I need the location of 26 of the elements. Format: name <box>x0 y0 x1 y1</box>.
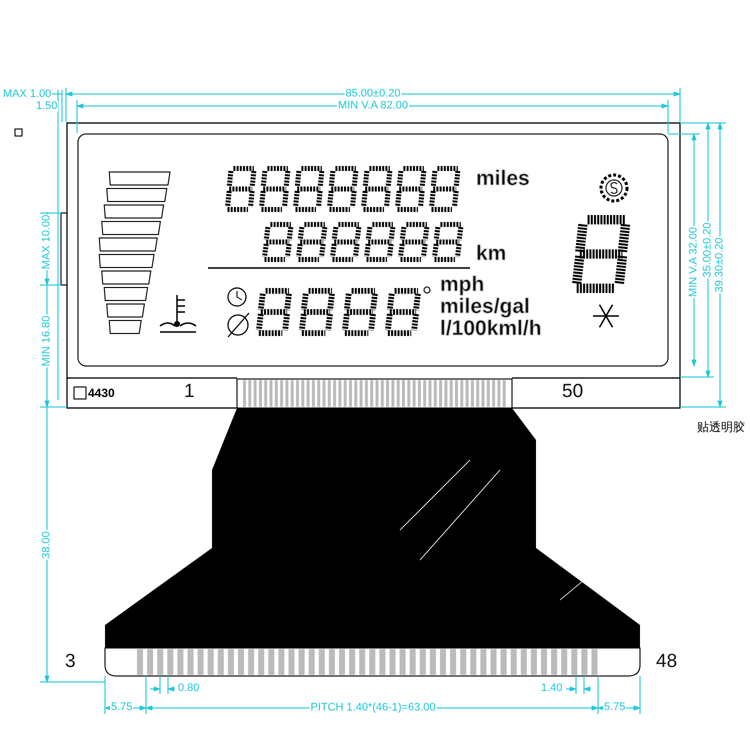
dimension-text: 1.40 <box>540 683 564 694</box>
pin-number: 50 <box>562 382 584 401</box>
dimension-text: 38.00 <box>42 530 52 560</box>
dimension-text: 85.00±0.20 <box>344 88 402 100</box>
dimension-text: PITCH 1.40*(46-1)=63.00 <box>309 702 437 714</box>
dimension-text: 5.75 <box>603 702 626 713</box>
dimension-text: MAX 1.00 <box>2 89 52 100</box>
unit-label: miles/gal <box>440 296 530 317</box>
pin-number: 1 <box>184 382 195 401</box>
unit-label: mph <box>440 274 484 295</box>
unit-label: km <box>476 243 506 264</box>
dimension-text: 39.30±0.20 <box>714 236 726 294</box>
note-text: 贴透明胶 <box>697 421 745 433</box>
unit-label: l/100kml/h <box>440 318 542 339</box>
dimension-text: 1.50 <box>35 101 58 112</box>
dimension-text: MAX 10.00 <box>42 214 52 270</box>
unit-label: miles <box>476 168 530 189</box>
dimension-text: 5.75 <box>110 702 134 713</box>
dimension-text: 35.00±0.20 <box>702 222 714 278</box>
pin-number: 3 <box>65 652 76 671</box>
pin-number: 48 <box>656 652 678 671</box>
part-number: 4430 <box>88 387 115 399</box>
dimension-text: MIN V.A 32.00 <box>688 226 700 298</box>
dimension-text: MIN 16.80 <box>42 314 52 368</box>
dimension-text: 0.80 <box>177 683 200 694</box>
dimension-text: MIN V.A 82.00 <box>337 100 409 112</box>
